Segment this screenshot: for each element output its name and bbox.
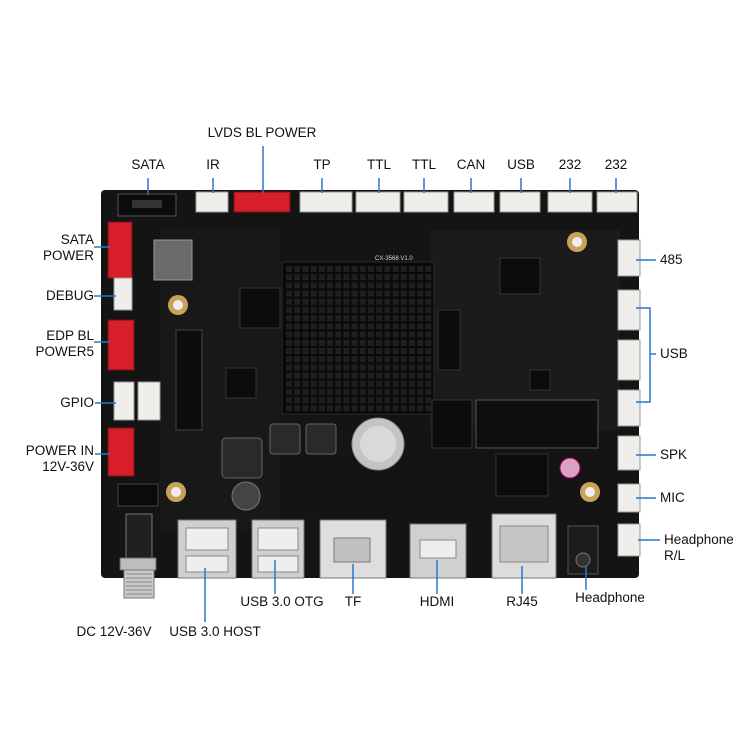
left-connectors xyxy=(107,221,203,477)
label-edp-bl-power: EDP BL POWER5 xyxy=(35,328,94,359)
label-gpio: GPIO xyxy=(60,395,94,410)
label-rj45: RJ45 xyxy=(506,594,538,609)
label-headphone: Headphone xyxy=(575,590,645,605)
board-components: CX-3568 V1.0 xyxy=(117,239,599,511)
label-tf: TF xyxy=(344,594,362,609)
bottom-connectors xyxy=(119,513,599,599)
label-lvds-bl-power: LVDS BL POWER xyxy=(207,125,317,140)
label-232-1: 232 xyxy=(558,157,582,172)
label-power-in: POWER IN 12V-36V xyxy=(25,443,94,474)
top-connectors xyxy=(117,191,638,217)
label-ttl-2: TTL xyxy=(411,157,436,172)
label-usb30-host: USB 3.0 HOST xyxy=(169,624,261,639)
label-485: 485 xyxy=(660,252,683,267)
label-ttl-1: TTL xyxy=(366,157,391,172)
label-tp: TP xyxy=(313,157,331,172)
label-mic: MIC xyxy=(660,490,685,505)
label-spk: SPK xyxy=(660,447,688,462)
label-sata: SATA xyxy=(131,157,165,172)
label-can: CAN xyxy=(456,157,486,172)
heatsink xyxy=(281,261,435,415)
label-232-2: 232 xyxy=(604,157,628,172)
label-headphone-rl: Headphone R/L xyxy=(664,532,734,563)
label-usb30-otg: USB 3.0 OTG xyxy=(240,594,324,609)
leader-lines xyxy=(94,146,660,622)
board-model-text: CX-3568 V1.0 xyxy=(375,256,413,262)
label-ir: IR xyxy=(206,157,220,172)
label-hdmi: HDMI xyxy=(419,594,455,609)
label-debug: DEBUG xyxy=(45,288,94,303)
label-sata-power: SATA POWER xyxy=(42,232,94,263)
label-usb-right: USB xyxy=(660,346,688,361)
mounting-holes xyxy=(166,232,600,502)
label-usb-top: USB xyxy=(507,157,535,172)
label-dc-in: DC 12V-36V xyxy=(76,624,152,639)
right-connectors xyxy=(617,239,641,557)
